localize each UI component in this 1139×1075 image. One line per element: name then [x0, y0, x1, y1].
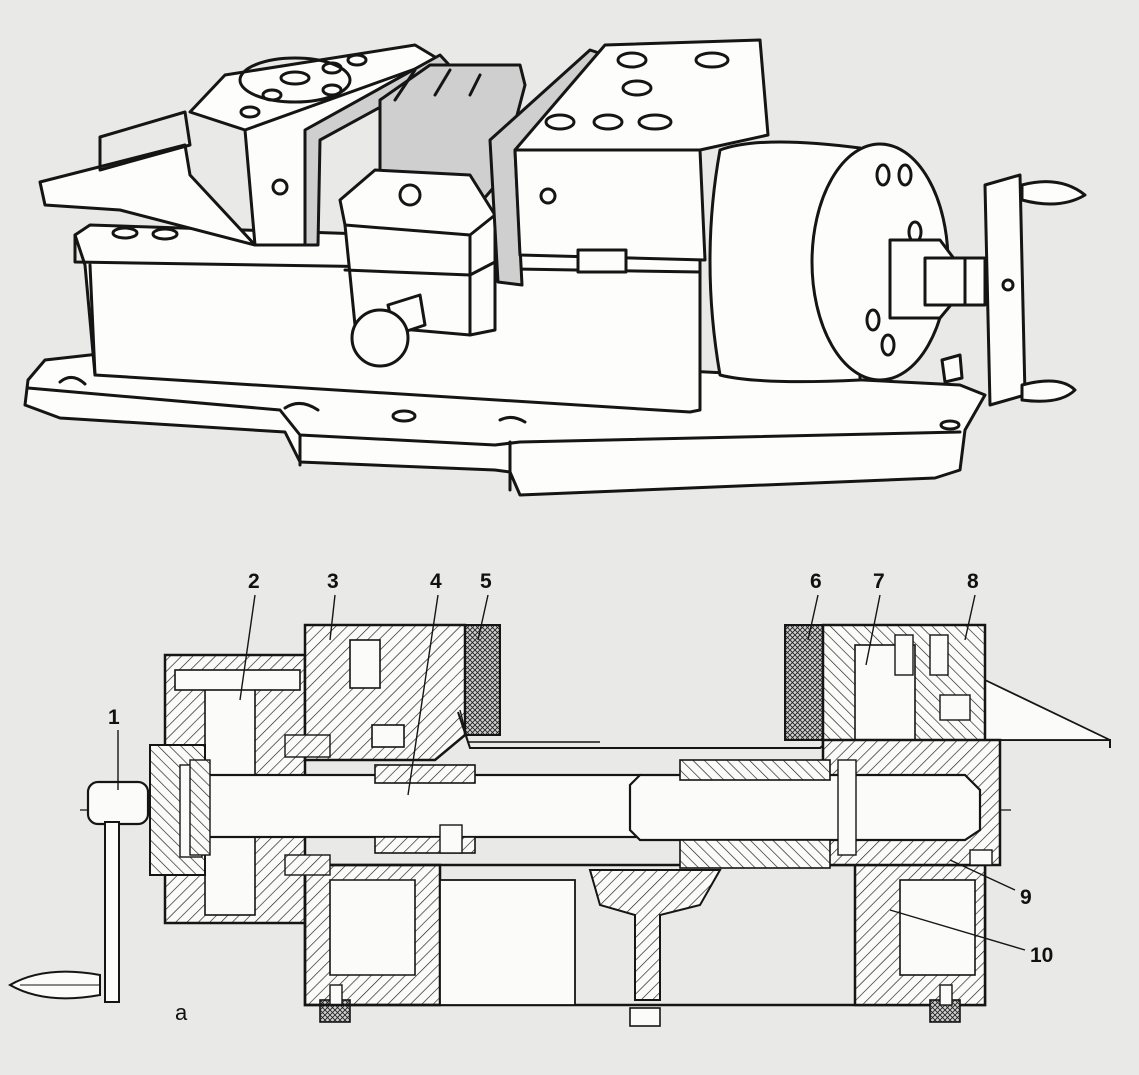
- part-label-5: 5: [480, 570, 492, 593]
- jaw-insert-fixed: [464, 624, 501, 736]
- part-label-10: 10: [1030, 944, 1053, 967]
- part-label-4: 4: [430, 570, 442, 593]
- leader-lines: [117, 594, 1026, 951]
- spindle: [189, 734, 993, 876]
- part-label-7: 7: [873, 570, 885, 593]
- part-label-2: 2: [248, 570, 260, 593]
- part-label-6: 6: [810, 570, 822, 593]
- part-label-3: 3: [327, 570, 339, 593]
- handle-lever: [7, 780, 150, 1003]
- isometric-view: [23, 38, 1087, 497]
- movable-jaw: [488, 38, 770, 287]
- part-label-1: 1: [108, 706, 120, 729]
- panel-label: a: [175, 1000, 188, 1025]
- hydraulic-cylinder: [708, 140, 1087, 407]
- part-labels: 1 2 3 4 5 6 7 8 9 10 a: [108, 570, 1053, 1025]
- part-label-9: 9: [1020, 886, 1032, 909]
- part-label-8: 8: [967, 570, 979, 593]
- section-view: 1 2 3 4 5 6 7 8 9 10 a: [7, 570, 1111, 1027]
